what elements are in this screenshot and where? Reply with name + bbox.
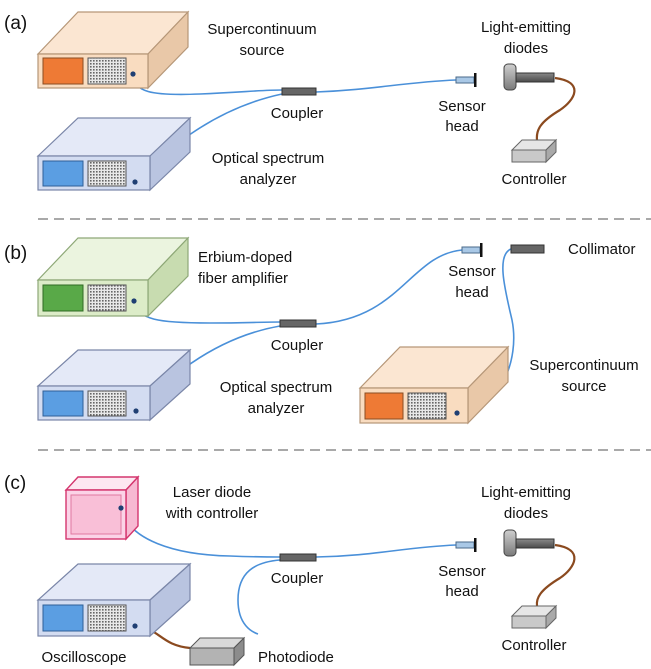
supercontinuum-source-b bbox=[358, 345, 510, 425]
photodiode-c bbox=[188, 636, 246, 667]
fiber-c-sensor bbox=[315, 544, 457, 558]
coupler-a bbox=[281, 87, 317, 96]
fiber-b-sensor bbox=[315, 249, 463, 325]
label-laser-c-1: Laser diode bbox=[173, 484, 251, 501]
label-photodiode-c: Photodiode bbox=[258, 649, 334, 666]
label-osa-a-1: Optical spectrum bbox=[212, 150, 325, 167]
sensor-head-c bbox=[455, 538, 477, 552]
fiber-c-photodiode bbox=[237, 559, 281, 635]
label-led-c-1: Light-emitting bbox=[481, 484, 571, 501]
label-osa-a-2: analyzer bbox=[240, 171, 297, 188]
panel-c: (c) bbox=[4, 473, 576, 667]
fiber-a-sensor bbox=[315, 79, 457, 93]
optical-spectrum-analyzer-b bbox=[36, 348, 192, 422]
sensor-head-b bbox=[461, 243, 483, 257]
label-supercontinuum-b-1: Supercontinuum bbox=[529, 357, 638, 374]
label-coupler-a: Coupler bbox=[271, 105, 324, 122]
label-controller-c: Controller bbox=[501, 637, 566, 654]
panel-a-tag: (a) bbox=[4, 13, 27, 34]
panel-b-tag: (b) bbox=[4, 243, 27, 264]
laser-diode-c bbox=[64, 475, 140, 541]
cable-c-led bbox=[535, 543, 576, 607]
cable-a-led bbox=[535, 76, 576, 141]
collimator-b bbox=[510, 244, 545, 254]
label-supercontinuum-b-2: source bbox=[561, 378, 606, 395]
edfa-b bbox=[36, 236, 190, 318]
label-sensor-c-2: head bbox=[445, 583, 478, 600]
coupler-c bbox=[279, 553, 317, 562]
label-led-c-2: diodes bbox=[504, 505, 548, 522]
panel-b: (b) bbox=[4, 236, 639, 425]
label-coupler-b: Coupler bbox=[271, 337, 324, 354]
coupler-b bbox=[279, 319, 317, 328]
label-led-a-1: Light-emitting bbox=[481, 19, 571, 36]
led-c bbox=[503, 529, 555, 557]
label-led-a-2: diodes bbox=[504, 40, 548, 57]
label-sensor-a-1: Sensor bbox=[438, 98, 486, 115]
label-oscilloscope-c: Oscilloscope bbox=[41, 649, 126, 666]
led-a bbox=[503, 63, 555, 91]
controller-c bbox=[510, 604, 558, 630]
label-osa-b-1: Optical spectrum bbox=[220, 379, 333, 396]
label-supercontinuum-a-1: Supercontinuum bbox=[207, 21, 316, 38]
label-sensor-a-2: head bbox=[445, 118, 478, 135]
label-collimator-b: Collimator bbox=[568, 241, 636, 258]
panel-c-tag: (c) bbox=[4, 473, 26, 494]
label-controller-a: Controller bbox=[501, 171, 566, 188]
label-edfa-b-2: fiber amplifier bbox=[198, 270, 288, 287]
label-sensor-c-1: Sensor bbox=[438, 563, 486, 580]
label-sensor-b-2: head bbox=[455, 284, 488, 301]
label-coupler-c: Coupler bbox=[271, 570, 324, 587]
label-laser-c-2: with controller bbox=[165, 505, 259, 522]
label-supercontinuum-a-2: source bbox=[239, 42, 284, 59]
optical-spectrum-analyzer-a bbox=[36, 116, 192, 192]
label-sensor-b-1: Sensor bbox=[448, 263, 496, 280]
controller-a bbox=[510, 138, 558, 164]
label-edfa-b-1: Erbium-doped bbox=[198, 249, 292, 266]
label-osa-b-2: analyzer bbox=[248, 400, 305, 417]
supercontinuum-source-a bbox=[36, 10, 190, 90]
oscilloscope-c bbox=[36, 562, 192, 638]
sensor-head-a bbox=[455, 73, 477, 87]
panel-a: (a) bbox=[4, 10, 576, 192]
